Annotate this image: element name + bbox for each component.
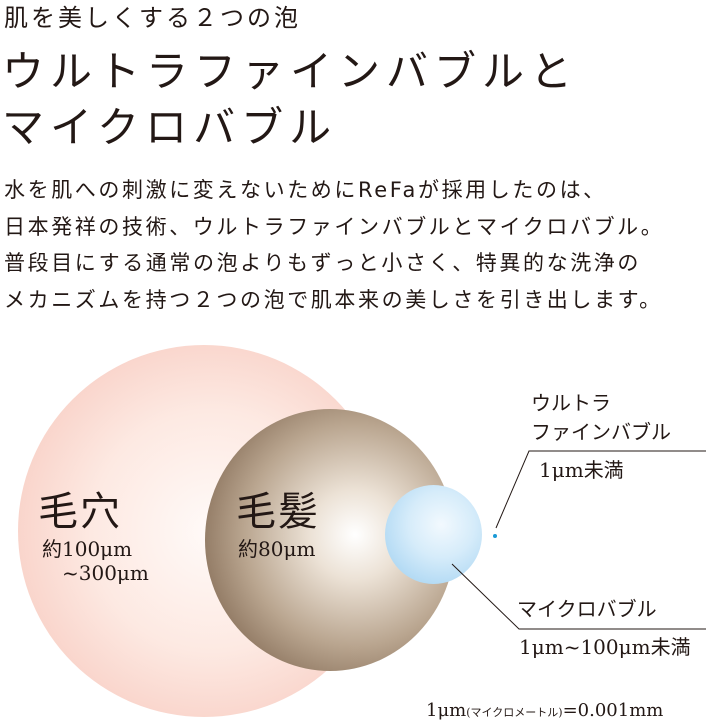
microbubble-label: マイクロバブル bbox=[517, 597, 657, 621]
pore-size-line-2: ~300μm bbox=[62, 561, 149, 585]
section-subtitle: 肌を美しくする２つの泡 bbox=[4, 4, 301, 32]
page-title-line-2: マイクロバブル bbox=[2, 103, 338, 152]
hair-size: 約80μm bbox=[238, 537, 316, 561]
ultrafine-bubble-dot bbox=[493, 534, 497, 538]
microbubble-size: 1μm~100μm未満 bbox=[519, 635, 691, 659]
microbubble-circle bbox=[385, 485, 482, 584]
description-line: 普段目にする通常の泡よりもずっと小さく、特異的な洗浄の bbox=[4, 251, 641, 275]
page-title-line-1: ウルトラファインバブルと bbox=[2, 47, 579, 96]
pore-size-line-1: 約100μm bbox=[42, 537, 133, 561]
unit-footnote: 1μm(マイクロメートル)=0.001mm bbox=[426, 700, 663, 721]
footnote-suffix: =0.001mm bbox=[562, 700, 664, 721]
footnote-paren: (マイクロメートル) bbox=[466, 706, 563, 719]
ultrafine-bubble-label-line-1: ウルトラ bbox=[531, 391, 611, 415]
description-paragraph: 水を肌への刺激に変えないためにReFaが採用したのは、 日本発祥の技術、ウルトラ… bbox=[4, 172, 664, 318]
description-line: 日本発祥の技術、ウルトラファインバブルとマイクロバブル。 bbox=[4, 214, 665, 239]
ultrafine-bubble-size: 1μm未満 bbox=[539, 458, 624, 482]
footnote-prefix: 1μm bbox=[426, 700, 467, 721]
description-line: メカニズムを持つ２つの泡で肌本来の美しさを引き出します。 bbox=[4, 287, 663, 312]
ultrafine-bubble-label-line-2: ファインバブル bbox=[531, 420, 671, 444]
description-line: 水を肌への刺激に変えないためにReFaが採用したのは、 bbox=[4, 178, 607, 202]
pore-label: 毛穴 bbox=[38, 489, 122, 535]
hair-label: 毛髪 bbox=[236, 489, 320, 535]
